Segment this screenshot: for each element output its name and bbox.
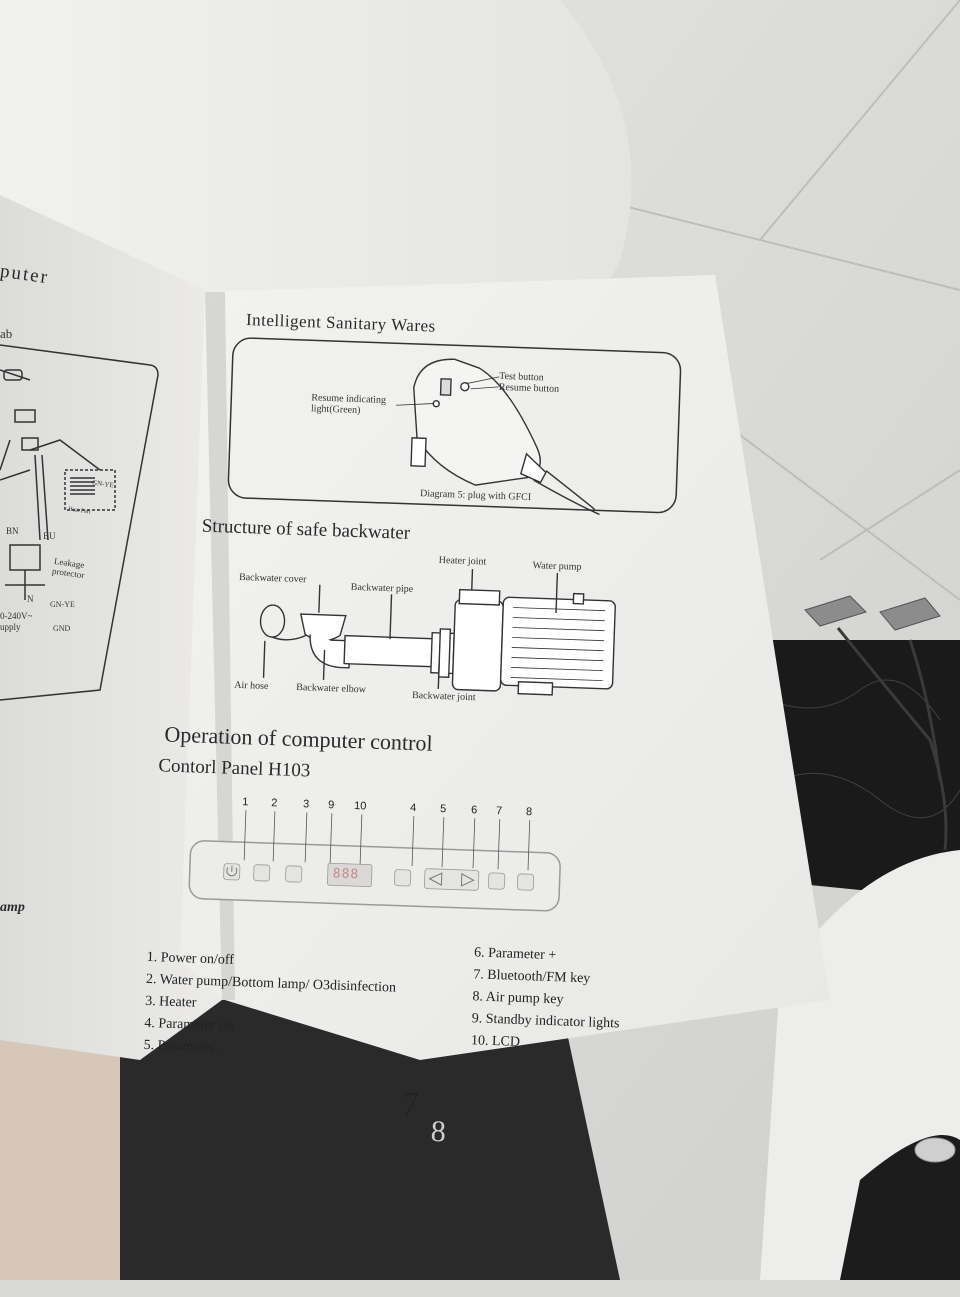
resume-light-label-2: light(Green) [311,403,361,416]
backwater-pipe-label: Backwater pipe [351,582,414,595]
panel-number-1: 1 [242,796,249,808]
heater-joint-label: Heater joint [439,555,487,568]
backwater-drawing [258,562,616,697]
ghost-page-number: 8 [430,1115,446,1150]
backwater-joint-label: Backwater joint [412,690,476,703]
panel-number-2: 2 [271,797,278,809]
legend-right: 6. Parameter + 7. Bluetooth/FM key 8. Ai… [471,942,623,1057]
panel-number-6: 6 [471,804,478,816]
resume-button-label: Resume button [499,382,560,395]
backwater-cover-label: Backwater cover [239,572,307,585]
water-pump-label: Water pump [532,560,581,573]
panel-lcd-display: 888 [332,866,359,882]
legend-left: 1. Power on/off 2. Water pump/Bottom lam… [143,947,397,1066]
panel-number-4: 4 [410,802,417,814]
panel-number-7: 7 [496,805,503,817]
panel-number-10: 10 [354,800,367,812]
air-hose-label: Air hose [234,680,269,692]
panel-number-3: 3 [303,798,310,810]
page-number: 7 [401,1086,419,1125]
control-panel-drawing [189,808,562,911]
panel-number-5: 5 [440,803,447,815]
panel-number-8: 8 [526,806,533,818]
panel-number-9: 9 [328,799,335,811]
